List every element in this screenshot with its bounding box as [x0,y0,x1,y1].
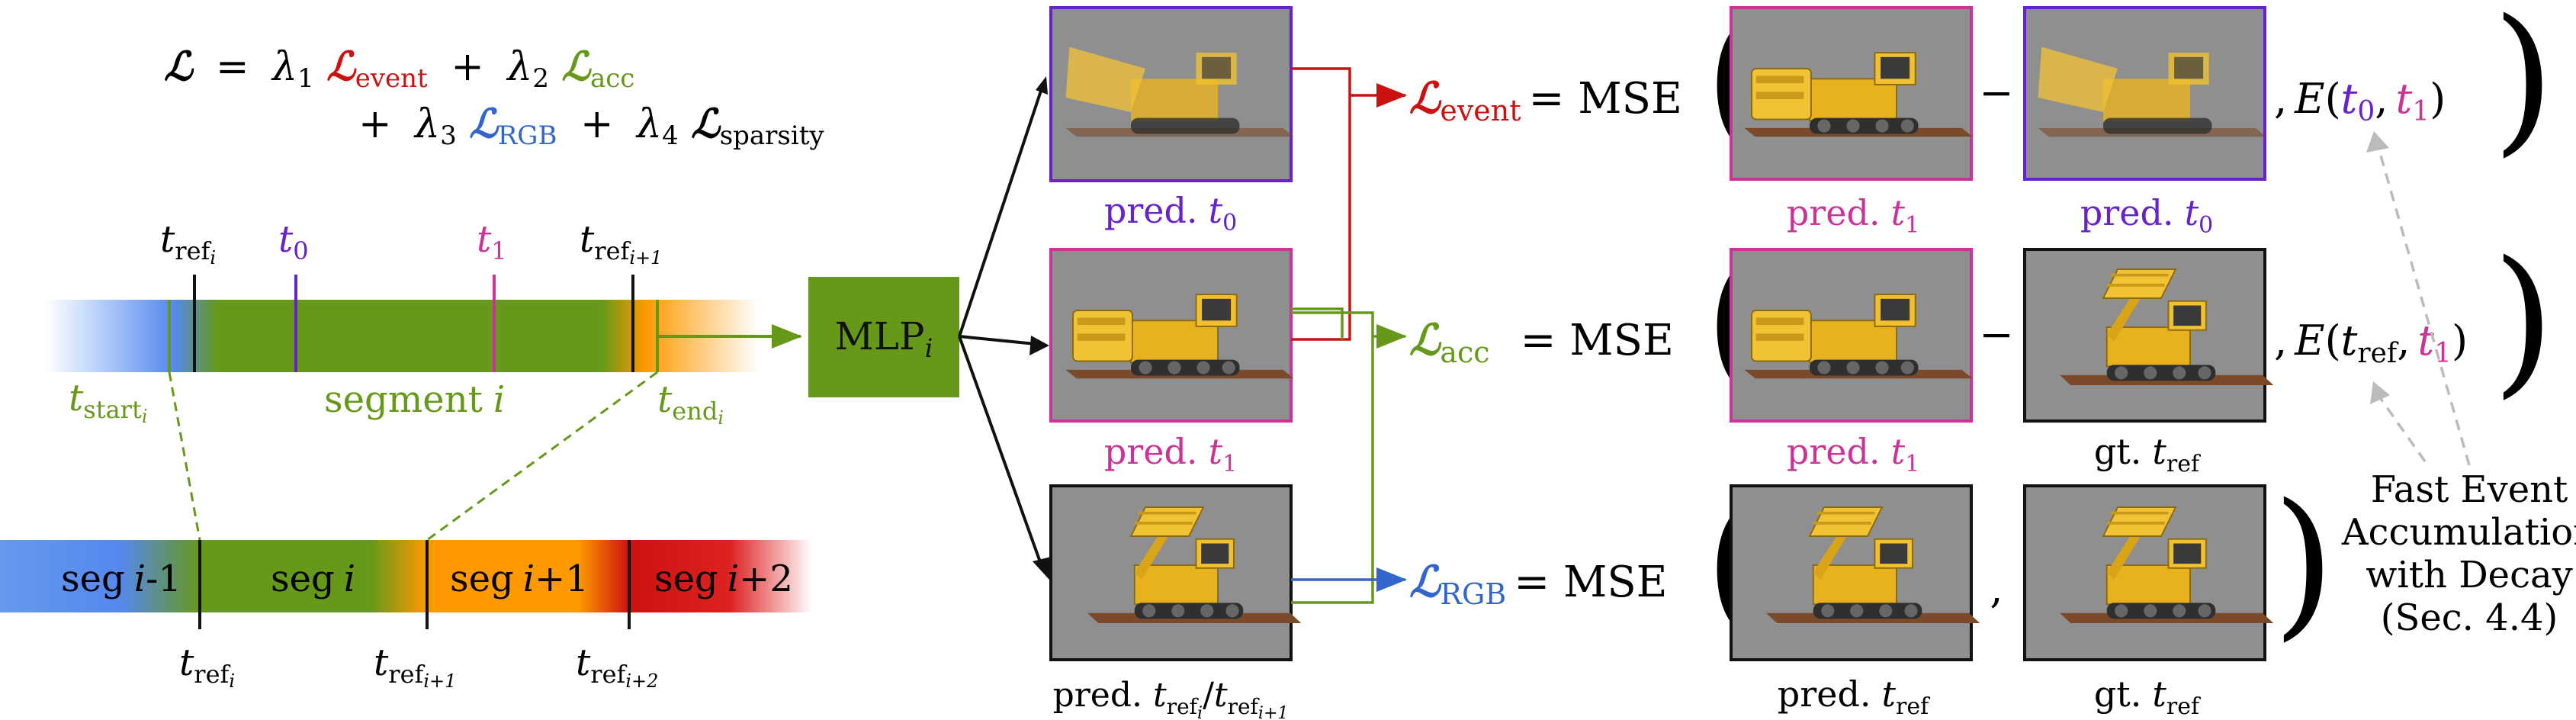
acc-accumulation-term: ,E(tref,t1) [2274,317,2468,369]
note-line-4: (Sec. 4.4) [2381,596,2558,639]
mse-rgb: = MSE [1514,558,1667,607]
pred-t1-image [1049,248,1295,423]
caption-acc-pred-t1: pred.t1 [1787,431,1919,477]
label-t-ref-i: trefi [160,218,216,268]
caption-rgb-gt-tref: gt.tref [2094,673,2201,720]
mse-event: = MSE [1529,74,1682,124]
svg-text:ℒRGB= MSE: ℒRGB= MSE [1409,557,1668,611]
label-bottom-t-ref-i2: trefi+2 [576,641,658,692]
loss-acc-row: ℒacc= MSE ( pred.t1 − gt.tref ,E(tref,t1… [1409,227,2555,477]
label-t-end: tendi [657,378,724,429]
event-accumulation-term: ,E(t0,t1) [2274,75,2446,127]
caption-acc-gt-tref: gt.tref [2094,431,2201,477]
pred-tref-image [1049,484,1303,661]
note-line-1: Fast Event [2371,468,2568,511]
sparsity-loss-term: ℒ [691,101,721,147]
note-line-3: with Decay [2366,554,2572,596]
label-t-start: tstarti [69,377,148,427]
rgb-loss-term: ℒ [469,101,499,147]
total-loss-symbol: ℒ [164,43,194,90]
loss-acc-symbol: ℒ [1409,315,1442,365]
svg-text:ℒacc= MSE: ℒacc= MSE [1409,315,1674,369]
caption-pred-t1: pred.t1 [1104,431,1237,477]
svg-text:−: − [1979,69,2013,117]
label-t1: t1 [477,218,507,265]
label-t0: t0 [278,218,309,265]
label-bottom-t-ref-i: trefi [179,641,235,692]
caption-pred-t0: pred.t0 [1104,190,1237,236]
mse-acc: = MSE [1521,316,1674,365]
svg-text:+ λ3 ℒRGB +: + λ3 ℒRGB + λ4 ℒsparsity [358,101,824,154]
svg-text:): ) [2492,0,2555,172]
mlp-block: MLPi [808,76,1051,580]
caption-event-pred-t0: pred.t0 [2080,192,2213,239]
loss-event-symbol: ℒ [1409,73,1442,124]
label-t-ref-i1: trefi+1 [580,218,662,268]
acc-loss-term: ℒ [561,43,592,90]
loss-event-row: ℒevent= MSE ( pred.t1 − pred.t0 ,E(t0,t1… [1409,0,2555,239]
svg-text:): ) [2492,227,2555,413]
label-bottom-t-ref-i1: trefi+1 [374,641,456,692]
svg-text:,: , [1990,564,2003,612]
lambda-1: λ [271,44,297,90]
svg-text:): ) [2272,469,2335,656]
pred-t0-image [1049,6,1294,182]
svg-text:ℒ = λ1 ℒeven: ℒ = λ1 ℒevent + λ2 ℒacc [164,43,634,97]
decay-note: Fast Event Accumulation with Decay (Sec.… [2341,131,2576,639]
equation-equals: = [216,44,249,90]
svg-text:ℒevent= MSE: ℒevent= MSE [1409,73,1682,127]
event-loss-term: ℒ [326,43,357,90]
svg-text:−: − [1979,310,2013,358]
mlp-label: MLPi [835,314,933,364]
loss-rgb-symbol: ℒ [1409,557,1442,607]
caption-pred-tref: pred.trefi/trefi+1 [1053,676,1289,720]
segment-bar [46,300,759,372]
loss-rgb-row: ℒRGB= MSE ( pred.tref , gt.tref ) [1409,469,2335,720]
caption-rgb-pred-tref: pred.tref [1778,673,1930,720]
loss-equation: ℒ = λ1 ℒevent + λ2 ℒacc + λ3 ℒRGB + λ4 ℒ… [164,43,824,154]
caption-event-pred-t1: pred.t1 [1787,192,1919,239]
loss-connectors [1291,67,1407,604]
note-line-2: Accumulation [2341,511,2576,554]
